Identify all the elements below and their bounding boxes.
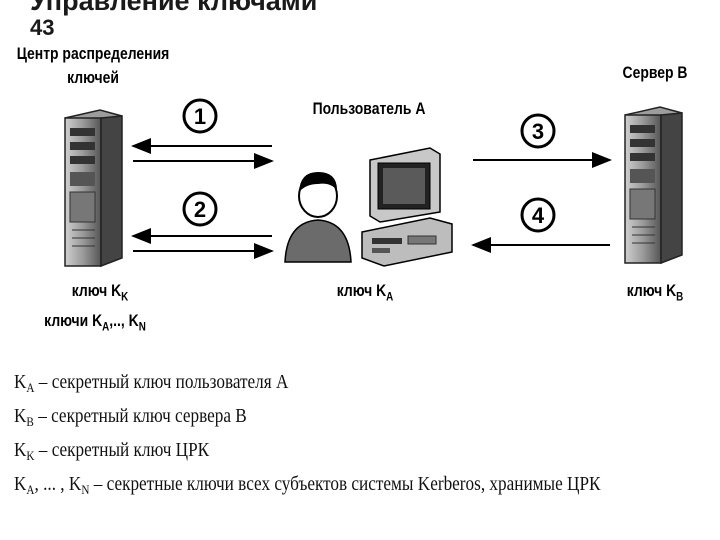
legend-row-all: KA, ... , KN – секретные ключи всех субъ… [14, 470, 601, 504]
legend-sym: K [14, 473, 27, 495]
server-key-label: ключ KB [606, 281, 704, 304]
slide-title: Управление ключами [30, 0, 318, 16]
legend-mid: , ... , K [34, 473, 82, 495]
kdc-label-line2: ключей [67, 68, 119, 87]
legend: KA – секретный ключ пользователя A KB – … [14, 368, 601, 504]
legend-sub2: N [81, 482, 90, 497]
kdc-key-prefix: ключ K [71, 281, 122, 300]
step-1-badge: 1 [182, 98, 218, 134]
legend-row-kk: KK – секретный ключ ЦРК [14, 436, 601, 470]
kdc-label: Центр распределения ключей [11, 42, 175, 90]
kdc-server-icon [64, 109, 123, 268]
kdc-keys-sub-a: A [102, 319, 110, 334]
legend-sub: K [26, 448, 35, 463]
kdc-label-line1: Центр распределения [16, 44, 170, 63]
kdc-key-sub: K [121, 289, 129, 304]
step-4-label: 4 [532, 203, 545, 228]
step-4-badge: 4 [520, 197, 556, 233]
legend-sub: A [26, 482, 35, 497]
kdc-keys-mid: ,.., K [109, 311, 139, 330]
step-3-badge: 3 [520, 113, 556, 149]
server-b-icon [624, 106, 683, 265]
user-computer-icon [361, 147, 453, 267]
kdc-keys-prefix: ключи K [44, 311, 103, 330]
legend-row-kb: KB – секретный ключ сервера B [14, 402, 601, 436]
kdc-keys-label: ключи KA,.., KN [21, 311, 169, 334]
legend-sym: K [14, 439, 27, 461]
legend-sym: K [14, 371, 27, 393]
step-2-badge: 2 [182, 191, 218, 227]
legend-sym: K [14, 405, 27, 427]
legend-text: – секретный ключ пользователя A [34, 371, 289, 393]
step-3-label: 3 [532, 119, 544, 144]
kdc-key-label: ключ KK [51, 281, 149, 304]
server-key-prefix: ключ K [626, 281, 677, 300]
step-1-label: 1 [194, 104, 206, 129]
user-key-sub: A [386, 289, 394, 304]
user-key-prefix: ключ K [336, 281, 387, 300]
user-person-icon [284, 172, 352, 263]
server-b-label: Сервер B [622, 63, 688, 82]
user-a-label: Пользователь A [312, 99, 426, 118]
legend-row-ka: KA – секретный ключ пользователя A [14, 368, 601, 402]
legend-text: – секретный ключ ЦРК [34, 439, 210, 461]
legend-text: – секретный ключ сервера B [33, 405, 247, 427]
user-key-label: ключ KA [316, 281, 414, 304]
server-key-sub: B [676, 289, 684, 304]
kdc-keys-sub-n: N [138, 319, 146, 334]
slide-number: 43 [30, 15, 55, 40]
step-2-label: 2 [194, 197, 206, 222]
legend-text: – секретные ключи всех субъектов системы… [89, 473, 601, 495]
legend-sub: A [26, 380, 35, 395]
kerberos-diagram: 1 2 3 4 [64, 98, 683, 268]
legend-sub: B [26, 414, 34, 429]
